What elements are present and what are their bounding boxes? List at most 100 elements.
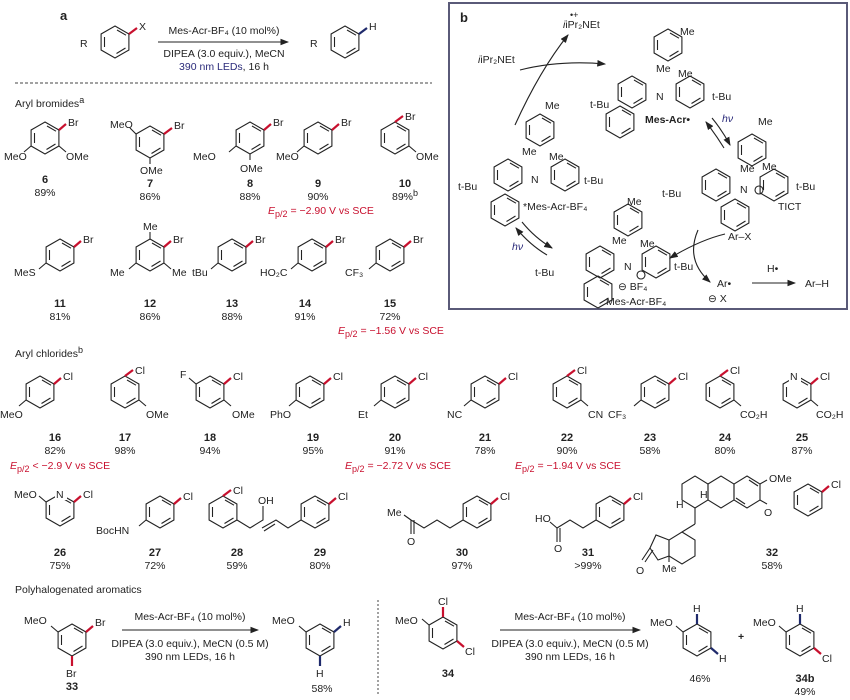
svg-text:H: H (719, 653, 727, 665)
svg-text:Me: Me (627, 196, 642, 208)
svg-text:Me: Me (549, 151, 564, 163)
aryl-bromides-heading: Aryl bromidesa (15, 95, 84, 110)
svg-text:Cl: Cl (83, 489, 93, 501)
ar-radical-label: Ar• (717, 278, 732, 290)
svg-text:Br: Br (413, 234, 424, 246)
svg-text:N: N (790, 371, 798, 383)
svg-text:Me: Me (172, 267, 187, 279)
counterion: ⊖ BF₄ (618, 281, 647, 293)
aryl-chlorides-heading: Aryl chloridesb (15, 345, 83, 360)
excited-state-structure: Me Me N Me t-Bu t-Bu (458, 100, 603, 227)
svg-text:H: H (796, 603, 804, 615)
product-r-label: R (310, 38, 318, 50)
hv-arrow-right (521, 221, 553, 249)
compound-26: N Cl MeO 26 75% (14, 488, 93, 572)
compound-27: Cl BocHN 27 72% (96, 491, 193, 572)
compound-30: Cl O Me 30 97% (387, 491, 510, 572)
svg-text:6: 6 (42, 174, 48, 186)
compound-29: Cl 29 80% (261, 491, 348, 572)
potential-22: Ep/2 = −1.94 V vs SCE (515, 460, 621, 474)
potential-20: Ep/2 = −2.72 V vs SCE (345, 460, 451, 474)
svg-text:20: 20 (389, 432, 401, 444)
compound-12: Br Me Me Me 12 86% (110, 221, 187, 323)
svg-text:Cl: Cl (338, 491, 348, 503)
svg-text:MeO: MeO (650, 617, 673, 629)
panel-a-label: a (60, 8, 68, 23)
panel-b-label: b (460, 10, 468, 25)
compound-19: Cl PhO 19 95% (270, 371, 343, 457)
svg-text:82%: 82% (44, 445, 65, 457)
svg-text:81%: 81% (49, 311, 70, 323)
svg-text:Me: Me (740, 163, 755, 175)
compound-18: Cl F OMe 18 94% (180, 369, 255, 457)
species-radical: Mes-Acr• (645, 114, 690, 126)
svg-text:NC: NC (447, 409, 463, 421)
svg-text:tBu: tBu (192, 267, 208, 279)
svg-text:HO₂C: HO₂C (260, 267, 288, 279)
svg-text:H: H (343, 617, 351, 629)
svg-text:49%: 49% (794, 686, 815, 698)
poly-left-reagent-3: 390 nm LEDs, 16 h (145, 651, 235, 663)
svg-text:MeO: MeO (24, 615, 47, 627)
species-tict: TICT (778, 201, 802, 213)
svg-text:Br: Br (95, 617, 106, 629)
svg-text:O: O (764, 507, 772, 519)
svg-text:O: O (554, 543, 562, 555)
svg-text:34: 34 (442, 668, 455, 680)
svg-text:24: 24 (719, 432, 732, 444)
led-highlight: 390 nm LEDs (179, 61, 243, 73)
svg-text:80%: 80% (309, 560, 330, 572)
svg-text:78%: 78% (474, 445, 495, 457)
svg-text:CF₃: CF₃ (345, 267, 363, 279)
halide-label: ⊖ X (708, 293, 727, 305)
svg-text:8: 8 (247, 178, 253, 190)
arh-label: Ar–H (805, 278, 829, 290)
svg-text:H: H (676, 499, 684, 511)
svg-text:Cl: Cl (418, 371, 428, 383)
svg-text:Br: Br (174, 120, 185, 132)
polyhalogenated-heading: Polyhalogenated aromatics (15, 584, 142, 596)
svg-text:H: H (316, 668, 324, 680)
product-h-label: H (369, 21, 377, 33)
scheme-substrate: X R (80, 21, 146, 59)
svg-text:21: 21 (479, 432, 491, 444)
hv-arrow-up (705, 121, 725, 149)
svg-text:CN: CN (588, 409, 603, 421)
svg-text:N: N (56, 489, 64, 501)
svg-text:Et: Et (358, 409, 368, 421)
svg-text:Br: Br (335, 234, 346, 246)
svg-text:Cl: Cl (333, 371, 343, 383)
compound-13: Br tBu 13 88% (192, 234, 266, 323)
svg-text:Me: Me (143, 221, 158, 233)
svg-text:Me: Me (110, 267, 125, 279)
svg-text:87%: 87% (791, 445, 812, 457)
svg-text:80%: 80% (714, 445, 735, 457)
compound-14: Br HO₂C 14 91% (260, 234, 346, 323)
svg-text:97%: 97% (451, 560, 472, 572)
svg-text:Br: Br (405, 111, 416, 123)
svg-text:Me: Me (762, 161, 777, 173)
svg-text:Me: Me (545, 100, 560, 112)
svg-text:18: 18 (204, 432, 216, 444)
hv-arrow-down (711, 117, 731, 146)
svg-text:26: 26 (54, 547, 66, 559)
poly-right-reagent-2: DIPEA (3.0 equiv.), MeCN (0.5 M) (491, 638, 648, 650)
svg-text:23: 23 (644, 432, 656, 444)
svg-text:Cl: Cl (678, 371, 688, 383)
scheme-reagent-1: Mes-Acr-BF₄ (10 mol%) (168, 25, 279, 37)
poly-left-reagent-1: Mes-Acr-BF₄ (10 mol%) (134, 611, 245, 623)
potential-16: Ep/2 < −2.9 V vs SCE (10, 460, 110, 474)
svg-text:H: H (693, 603, 701, 615)
svg-text:34b: 34b (796, 673, 815, 685)
compound-15: Br CF₃ 15 72% Ep/2 = −1.56 V vs SCE (338, 234, 444, 339)
h-radical-label: H• (767, 263, 779, 275)
svg-text:OH: OH (258, 495, 274, 507)
svg-text:OMe: OMe (146, 409, 169, 421)
svg-text:Cl: Cl (730, 365, 740, 377)
svg-text:N: N (740, 184, 748, 196)
compound-34: MeO Cl Cl 34 (395, 596, 475, 680)
svg-text:OMe: OMe (140, 165, 163, 177)
svg-text:MeO: MeO (272, 615, 295, 627)
svg-text:Br: Br (273, 117, 284, 129)
svg-text:94%: 94% (199, 445, 220, 457)
